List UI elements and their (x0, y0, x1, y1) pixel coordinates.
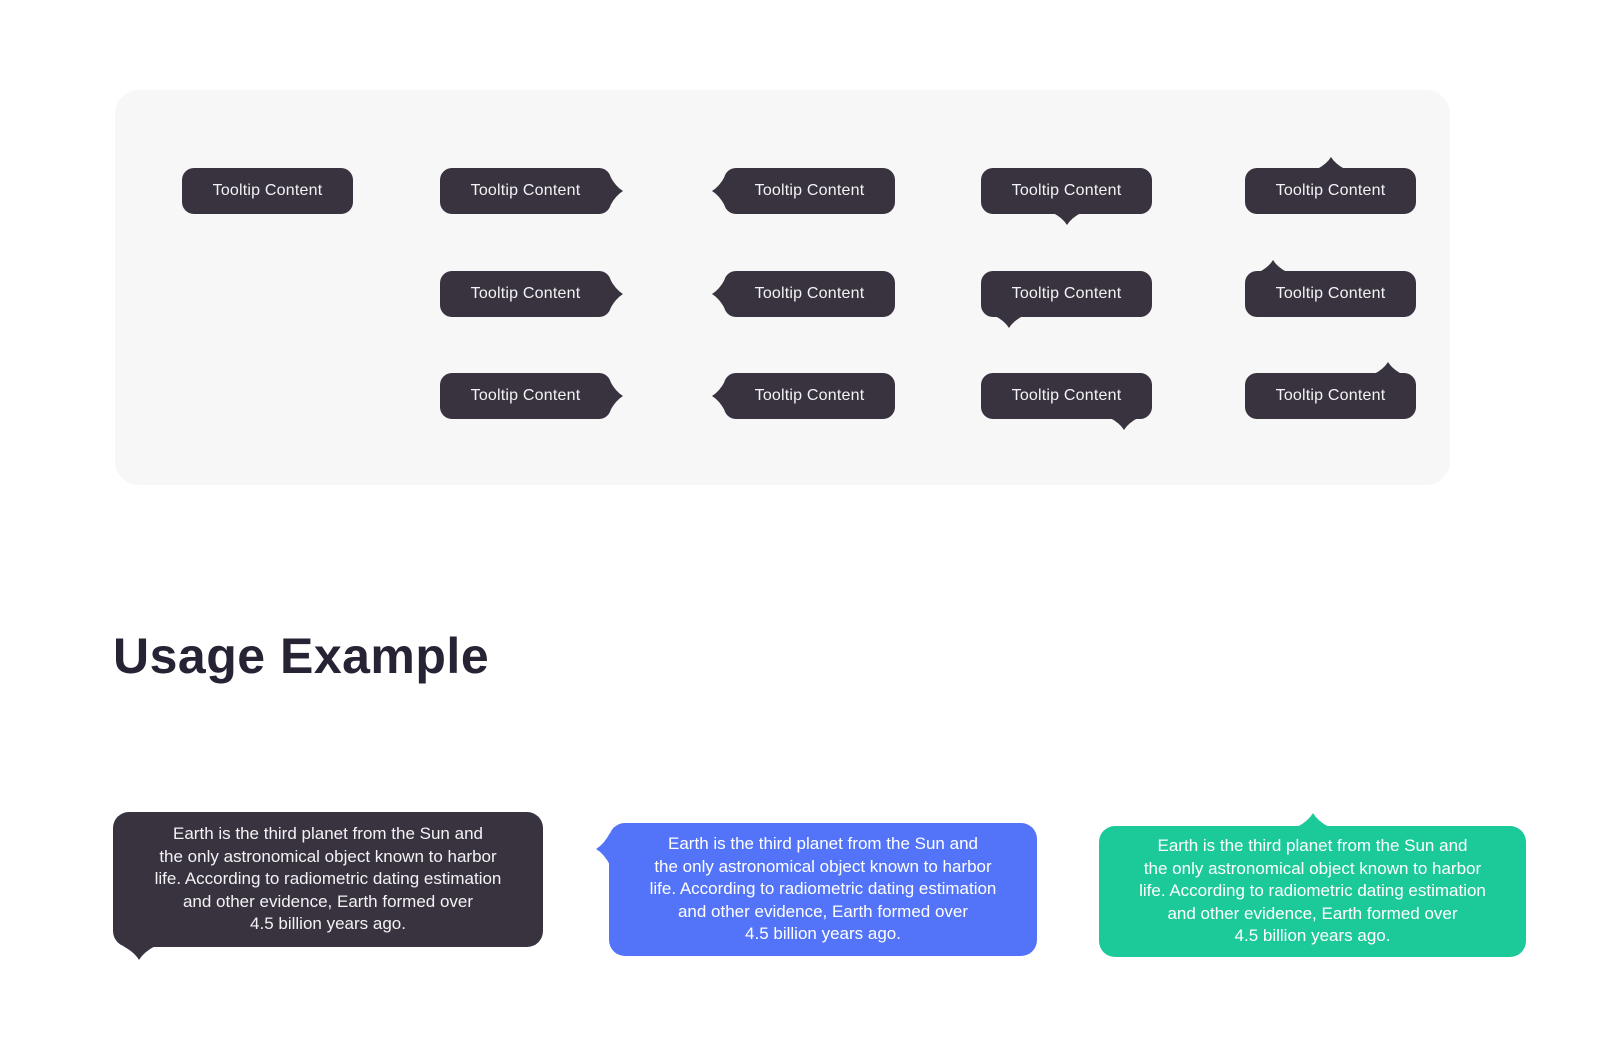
tooltip-label: Tooltip Content (1275, 387, 1386, 404)
tooltip-text-line: and other evidence, Earth formed over (1167, 903, 1458, 923)
tooltip-showcase-panel: Tooltip Content Tooltip Content Tooltip … (115, 90, 1450, 485)
tooltip-text-line: the only astronomical object known to ha… (1143, 858, 1482, 878)
usage-tooltip-green: Earth is the third planet from the Sun a… (1099, 813, 1526, 957)
tooltip-label: Tooltip Content (754, 387, 865, 404)
tooltip-demo-plain: Tooltip Content (182, 168, 353, 214)
tooltip-label: Tooltip Content (754, 285, 865, 302)
tooltip-text-line: and other evidence, Earth formed over (182, 891, 474, 911)
tooltip-arrow-right-icon (610, 381, 623, 411)
tooltip-text-line: life. According to radiometric dating es… (1139, 881, 1486, 901)
tooltip-demo-arrow-bottom-center: Tooltip Content (981, 168, 1152, 225)
tooltip-demo-arrow-right-center: Tooltip Content (440, 271, 623, 317)
usage-tooltip-blue: Earth is the third planet from the Sun a… (596, 823, 1037, 956)
tooltip-arrow-left-icon (712, 381, 725, 411)
tooltip-demo-arrow-left-center: Tooltip Content (712, 271, 895, 317)
tooltip-label: Tooltip Content (1275, 182, 1386, 199)
tooltip-arrow-down-icon (1052, 213, 1081, 225)
tooltip-label: Tooltip Content (1011, 285, 1122, 302)
tooltip-text-line: Earth is the third planet from the Sun a… (1157, 836, 1468, 856)
tooltip-text-line: life. According to radiometric dating es… (154, 869, 502, 889)
tooltip-label: Tooltip Content (754, 182, 865, 199)
tooltip-arrow-up-icon (1296, 813, 1329, 827)
tooltip-label: Tooltip Content (1275, 285, 1386, 302)
tooltip-text-line: 4.5 billion years ago. (250, 914, 406, 934)
tooltip-arrow-left-icon (712, 279, 725, 309)
tooltip-arrow-down-icon (123, 946, 155, 960)
tooltip-text-line: 4.5 billion years ago. (1234, 926, 1391, 946)
tooltip-arrow-right-icon (610, 176, 623, 206)
tooltip-arrow-right-icon (610, 279, 623, 309)
tooltip-text-line: 4.5 billion years ago. (745, 924, 901, 944)
usage-tooltip-dark: Earth is the third planet from the Sun a… (113, 812, 543, 960)
tooltip-demo-arrow-top-left: Tooltip Content (1245, 260, 1416, 317)
tooltip-arrow-up-icon (1259, 260, 1287, 272)
usage-example-heading: Usage Example (113, 628, 490, 684)
tooltip-arrow-down-icon (995, 316, 1023, 328)
tooltip-demo-arrow-left-center: Tooltip Content (712, 168, 895, 214)
tooltip-demo-arrow-right-center: Tooltip Content (440, 168, 623, 214)
tooltip-demo-arrow-left-center: Tooltip Content (712, 373, 895, 419)
tooltip-label: Tooltip Content (1011, 182, 1122, 199)
tooltip-label: Tooltip Content (470, 285, 581, 302)
tooltip-arrow-up-icon (1316, 157, 1345, 169)
tooltip-text-line: Earth is the third planet from the Sun a… (173, 824, 483, 844)
tooltip-demo-arrow-top-right: Tooltip Content (1245, 362, 1416, 419)
tooltip-arrow-up-icon (1374, 362, 1402, 374)
tooltip-label: Tooltip Content (212, 182, 323, 199)
tooltip-arrow-down-icon (1110, 418, 1138, 430)
tooltip-arrow-left-icon (712, 176, 725, 206)
tooltip-demo-arrow-right-center: Tooltip Content (440, 373, 623, 419)
tooltip-text-line: the only astronomical object known to ha… (159, 846, 497, 866)
tooltip-text-line: and other evidence, Earth formed over (677, 901, 969, 921)
tooltip-label: Tooltip Content (470, 182, 581, 199)
tooltip-text-line: the only astronomical object known to ha… (654, 856, 992, 876)
tooltip-demo-arrow-top-center: Tooltip Content (1245, 157, 1416, 214)
tooltip-demo-arrow-bottom-right: Tooltip Content (981, 373, 1152, 430)
tooltip-arrow-left-icon (596, 833, 610, 865)
tooltip-text-line: life. According to radiometric dating es… (649, 879, 997, 899)
tooltip-label: Tooltip Content (470, 387, 581, 404)
tooltip-label: Tooltip Content (1011, 387, 1122, 404)
tooltip-demo-arrow-bottom-left: Tooltip Content (981, 271, 1152, 328)
tooltip-text-line: Earth is the third planet from the Sun a… (668, 834, 978, 854)
